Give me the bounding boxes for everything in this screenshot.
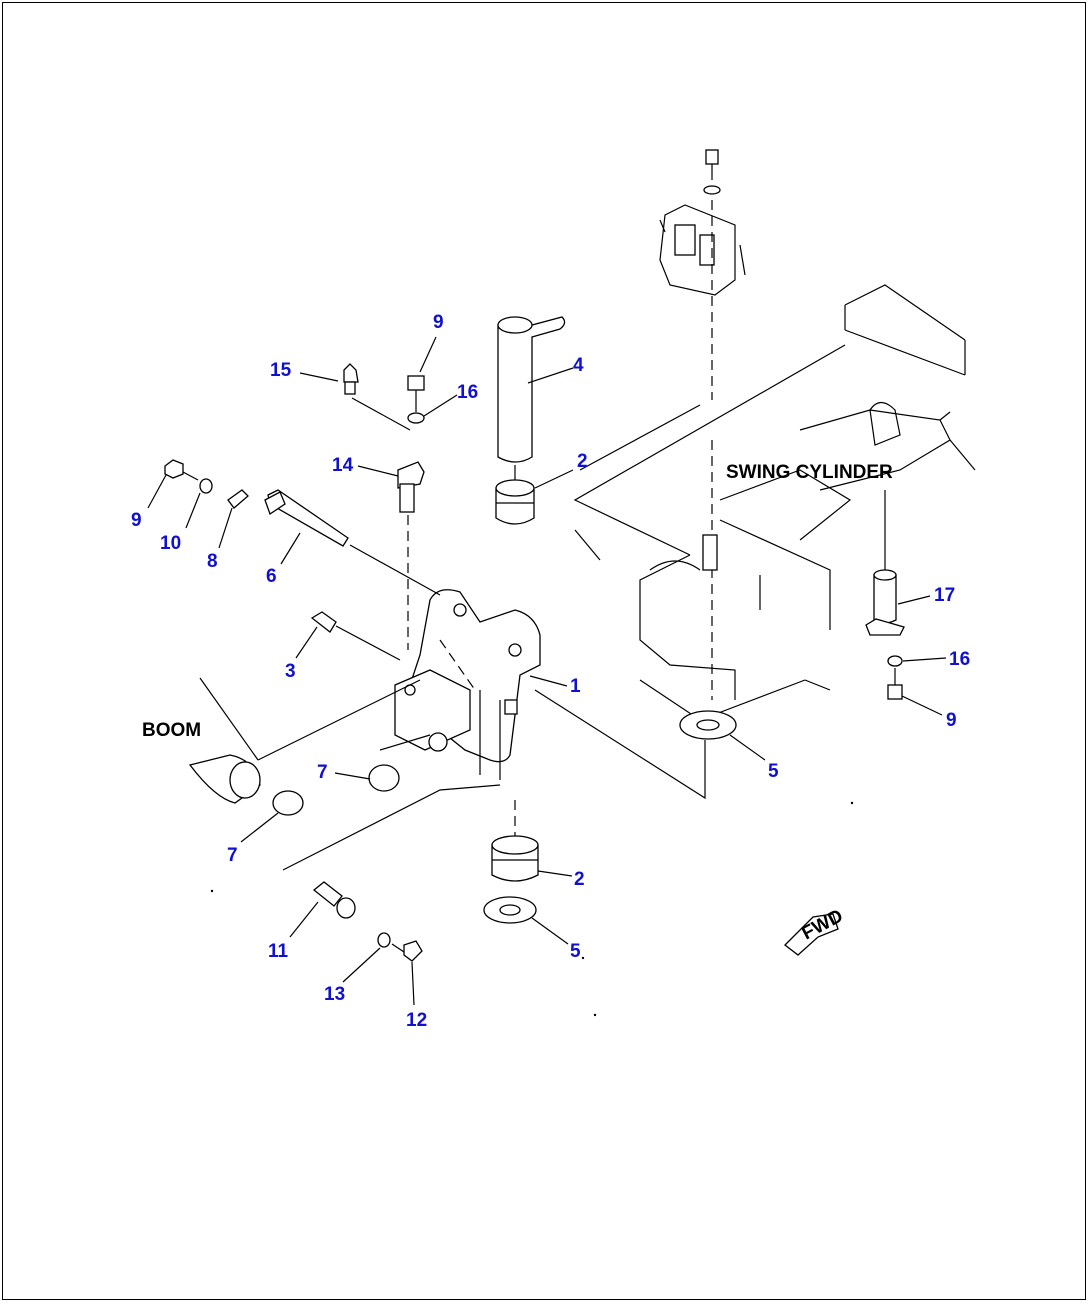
callout-2: 2 <box>574 869 585 890</box>
callout-7: 7 <box>227 845 238 866</box>
fwd-label: FWD <box>798 906 846 945</box>
bolt-9-left-part <box>164 459 199 481</box>
callout-6: 6 <box>266 566 277 587</box>
grease-fitting-3-part <box>310 611 401 661</box>
swing-cylinder-part <box>719 401 976 570</box>
washer-13-part <box>377 932 391 948</box>
callout-16: 16 <box>457 382 478 403</box>
fwd-arrow-icon: FWD <box>784 906 847 956</box>
callout-9: 9 <box>433 312 444 333</box>
callout-5: 5 <box>570 941 581 962</box>
boom-label: BOOM <box>142 720 201 741</box>
fitting-14-part <box>397 461 425 650</box>
washer-7-center-part <box>368 764 400 792</box>
plate-8-part <box>227 489 249 509</box>
bolt-9-right-part <box>887 668 903 700</box>
pin-17-part <box>865 569 905 636</box>
bolt-9-top-part <box>407 375 425 424</box>
callout-14: 14 <box>332 455 354 476</box>
callout-5: 5 <box>768 761 779 782</box>
callout-15: 15 <box>270 360 292 381</box>
callout-3: 3 <box>285 661 296 682</box>
callout-numbers: 9 15 16 4 14 2 9 10 8 6 3 1 7 7 5 17 16 … <box>131 312 970 1031</box>
leader-lines <box>147 336 947 1006</box>
boom-part <box>188 677 421 804</box>
callout-10: 10 <box>160 533 181 554</box>
grease-fitting-15-part <box>343 363 359 395</box>
washer-7-left-part <box>272 790 304 816</box>
bolt-12-part <box>391 940 423 962</box>
callout-12: 12 <box>406 1010 427 1031</box>
machine-frame-outline <box>573 284 966 721</box>
callout-13: 13 <box>324 984 345 1005</box>
callout-17: 17 <box>934 585 955 606</box>
callout-9: 9 <box>131 510 142 531</box>
callout-9: 9 <box>946 710 957 731</box>
callout-1: 1 <box>570 676 581 697</box>
callout-4: 4 <box>573 355 584 376</box>
callout-11: 11 <box>268 941 289 962</box>
upper-bracket-part <box>659 149 746 700</box>
pin-6-part <box>264 489 441 596</box>
washer-16-right-part <box>887 655 903 667</box>
callout-7: 7 <box>317 762 328 783</box>
callout-16: 16 <box>949 649 970 670</box>
callout-2: 2 <box>577 451 588 472</box>
swing-bracket-1-part <box>394 589 541 780</box>
bushing-2-top-part <box>495 479 535 525</box>
callout-8: 8 <box>207 551 218 572</box>
bushing-2-bottom-part <box>491 835 539 882</box>
pin-4-part <box>497 316 566 480</box>
pin-11-part <box>312 881 356 919</box>
washer-10-part <box>199 478 213 494</box>
swing-cylinder-label: SWING CYLINDER <box>726 462 893 483</box>
